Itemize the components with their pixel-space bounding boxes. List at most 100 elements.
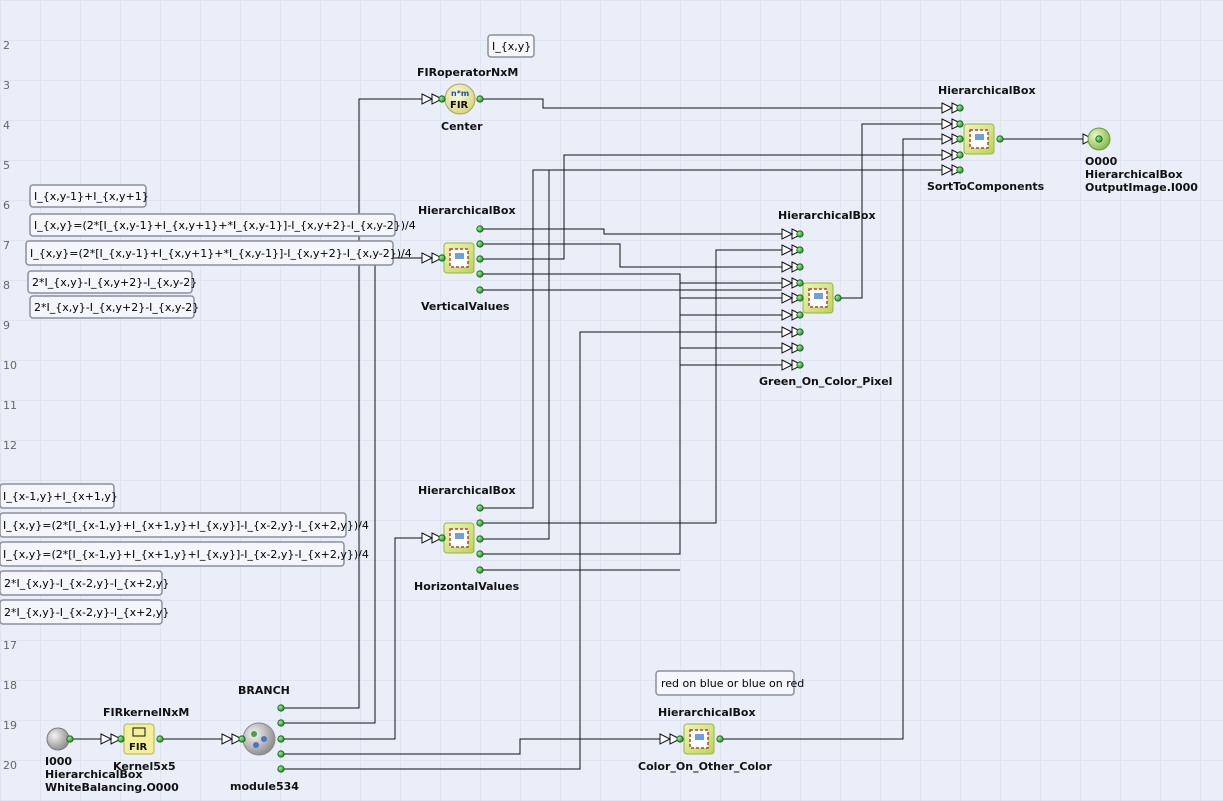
input-arrow[interactable]: [221, 733, 244, 745]
output-port[interactable]: [277, 765, 285, 773]
input-terminal[interactable]: I000 HierarchicalBox WhiteBalancing.O000: [45, 727, 179, 794]
output-terminal[interactable]: O000 HierarchicalBox OutputImage.I000: [1085, 127, 1198, 194]
input-port[interactable]: [796, 230, 804, 238]
wire[interactable]: [281, 331, 782, 770]
output-port[interactable]: [476, 550, 484, 558]
wire[interactable]: [480, 249, 782, 524]
input-port[interactable]: [956, 166, 964, 174]
hierarchical-box-vertical-values[interactable]: HierarchicalBox VerticalValues: [418, 204, 516, 313]
input-arrow[interactable]: [781, 359, 804, 371]
hierarchical-box-horizontal-values[interactable]: HierarchicalBox HorizontalValues: [414, 484, 520, 593]
output-port[interactable]: [476, 566, 484, 574]
input-arrow[interactable]: [781, 309, 804, 321]
output-port[interactable]: [476, 255, 484, 263]
output-port[interactable]: [476, 519, 484, 527]
output-port[interactable]: [476, 535, 484, 543]
wire[interactable]: [281, 537, 422, 740]
output-port[interactable]: [716, 735, 724, 743]
comment-box[interactable]: 2*I_{x,y}-I_{x-2,y}-I_{x+2,y}: [0, 599, 169, 625]
input-arrow[interactable]: [781, 228, 804, 240]
input-arrow[interactable]: [100, 733, 123, 745]
wire[interactable]: [480, 283, 681, 555]
input-port[interactable]: [956, 104, 964, 112]
output-port[interactable]: [476, 240, 484, 248]
output-port[interactable]: [996, 135, 1004, 143]
comment-box[interactable]: I_{x,y}=(2*[I_{x,y-1}+I_{x,y+1}+*I_{x,y-…: [29, 213, 416, 237]
input-arrow[interactable]: [659, 733, 682, 745]
comment-box[interactable]: I_{x,y-1}+I_{x,y+1}: [29, 184, 149, 208]
input-arrow[interactable]: [941, 164, 964, 176]
input-arrow[interactable]: [421, 93, 444, 105]
hierarchical-box-green-on-color-pixel[interactable]: HierarchicalBox Green_On_Color_Pixel: [759, 209, 892, 388]
wire[interactable]: [838, 123, 942, 299]
output-port[interactable]: [834, 294, 842, 302]
wire[interactable]: [480, 228, 782, 235]
output-port[interactable]: [277, 719, 285, 727]
input-port[interactable]: [796, 294, 804, 302]
comment-box[interactable]: I_{x,y}: [487, 34, 535, 58]
input-port[interactable]: [796, 246, 804, 254]
output-port[interactable]: [476, 225, 484, 233]
input-port[interactable]: [796, 279, 804, 287]
input-port[interactable]: [956, 135, 964, 143]
comment-box[interactable]: 2*I_{x,y}-I_{x,y+2}-I_{x,y-2}: [29, 295, 199, 319]
input-port[interactable]: [796, 311, 804, 319]
fir-kernel-node[interactable]: FIRkernelNxM FIR Kernel5x5: [103, 706, 189, 773]
input-arrow[interactable]: [781, 342, 804, 354]
input-arrow[interactable]: [421, 252, 444, 264]
input-arrow[interactable]: [941, 149, 964, 161]
wire[interactable]: [281, 98, 422, 709]
input-arrow[interactable]: [781, 292, 804, 304]
input-terminal-type: HierarchicalBox: [45, 768, 143, 781]
wire[interactable]: [480, 169, 942, 509]
output-port[interactable]: [277, 750, 285, 758]
comment-box[interactable]: 2*I_{x,y}-I_{x-2,y}-I_{x+2,y}: [0, 570, 169, 596]
input-arrow[interactable]: [781, 326, 804, 338]
input-port[interactable]: [796, 328, 804, 336]
wire[interactable]: [720, 138, 942, 740]
input-port[interactable]: [438, 534, 446, 542]
comment-box[interactable]: red on blue or blue on red: [655, 670, 804, 696]
hierarchical-box-sort-to-components[interactable]: HierarchicalBox SortToComponents: [927, 84, 1045, 193]
wire[interactable]: [480, 98, 942, 109]
output-port[interactable]: [476, 504, 484, 512]
output-port[interactable]: [476, 286, 484, 294]
wire[interactable]: [281, 738, 660, 755]
input-arrow[interactable]: [421, 532, 444, 544]
input-port[interactable]: [796, 263, 804, 271]
input-arrow[interactable]: [941, 102, 964, 114]
comment-box[interactable]: 2*I_{x,y}-I_{x,y+2}-I_{x,y-2}: [27, 270, 197, 294]
input-port[interactable]: [1095, 135, 1103, 143]
output-port[interactable]: [66, 735, 74, 743]
input-arrow[interactable]: [781, 261, 804, 273]
input-arrow[interactable]: [941, 133, 964, 145]
input-port[interactable]: [438, 254, 446, 262]
comment-box[interactable]: I_{x,y}=(2*[I_{x,y-1}+I_{x,y+1}+*I_{x,y-…: [25, 240, 412, 266]
input-port[interactable]: [796, 344, 804, 352]
input-port[interactable]: [117, 735, 125, 743]
output-port[interactable]: [156, 735, 164, 743]
input-arrow[interactable]: [781, 244, 804, 256]
input-port[interactable]: [956, 120, 964, 128]
input-arrow[interactable]: [941, 118, 964, 130]
wire[interactable]: [480, 243, 782, 268]
comment-box[interactable]: I_{x-1,y}+I_{x+1,y}: [0, 483, 118, 509]
wire[interactable]: [480, 170, 550, 540]
output-port[interactable]: [277, 735, 285, 743]
comment-box[interactable]: I_{x,y}=(2*[I_{x-1,y}+I_{x+1,y}+I_{x,y}]…: [0, 512, 369, 538]
hierarchical-box-color-on-other-color[interactable]: HierarchicalBox Color_On_Other_Color: [638, 706, 772, 773]
input-arrow[interactable]: [781, 277, 804, 289]
input-port[interactable]: [238, 735, 246, 743]
output-port[interactable]: [476, 270, 484, 278]
input-port[interactable]: [956, 151, 964, 159]
wire[interactable]: [480, 154, 942, 260]
branch-node[interactable]: BRANCH module534: [230, 684, 299, 793]
input-port[interactable]: [796, 361, 804, 369]
comment-box[interactable]: I_{x,y}=(2*[I_{x-1,y}+I_{x+1,y}+I_{x,y}]…: [0, 541, 369, 567]
input-port[interactable]: [676, 735, 684, 743]
output-port[interactable]: [476, 95, 484, 103]
fir-operator-node[interactable]: FIRoperatorNxM n*m FIR Center: [417, 66, 518, 133]
input-port[interactable]: [438, 95, 446, 103]
output-port[interactable]: [277, 704, 285, 712]
